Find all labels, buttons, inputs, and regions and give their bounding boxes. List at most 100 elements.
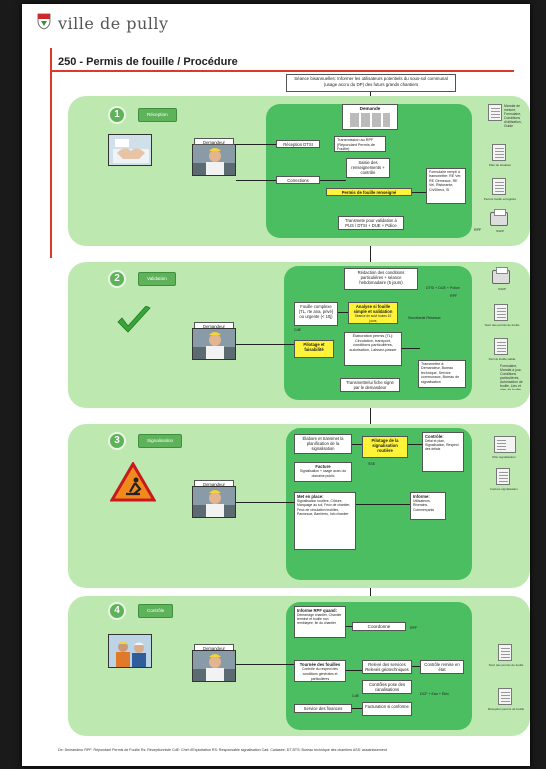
tournee-box: Tournée des fouilles Contrôle du respect… (294, 660, 346, 682)
demandeur-3-photo (192, 486, 236, 518)
releve-box: Relevé des services Relevés géotechnique… (362, 660, 412, 674)
demandeur-4-photo (192, 650, 236, 682)
demande-label: Demande (359, 106, 381, 111)
formulaire-box: Formulaire rempli à transmettre: RE Ver,… (426, 168, 466, 204)
document-list-icon (488, 104, 502, 121)
red-divider-horizontal (52, 70, 514, 72)
reception-box: Réception DTSI (276, 140, 320, 148)
reception-permis-icon (498, 688, 512, 705)
workers-photo (108, 634, 152, 668)
connector (236, 144, 276, 145)
demande-box: Demande (342, 104, 398, 130)
logo-text: ville de pully (58, 14, 169, 33)
transmete-box: Transmete pour validation à PUS / DTSI +… (338, 216, 404, 230)
controle-label: Contrôle: (425, 434, 444, 439)
connector (338, 312, 348, 313)
connector (352, 708, 362, 709)
informe-rpf-box: Informe RPF quand: Démarrage chantier, C… (294, 606, 346, 638)
facturation-box: Facturation si conforme (362, 702, 412, 716)
facture-box: Facture Signalisation + usage accru du d… (294, 462, 352, 482)
coordonne-box: Coordonne (352, 622, 406, 631)
checkmark-icon (116, 305, 152, 336)
role-rs-3: SSE (368, 462, 376, 466)
handshake-photo (108, 134, 152, 166)
demandeur-2-photo (192, 328, 236, 360)
connector (346, 670, 362, 671)
reception-permis-label: Réception permis de fouille (487, 707, 525, 711)
roadwork-sign-icon (109, 461, 157, 502)
informe-label: Informe: (413, 494, 430, 499)
miseenplace-box: Met en place: Signalisation routière, Cl… (294, 492, 356, 550)
informe-list: Utilisateurs, Riverains, Commerçants (413, 499, 435, 512)
sigip-label-1: SIGIP (495, 229, 504, 233)
connector (412, 666, 420, 667)
facture-sub: Signalisation + usage accru du domaine p… (299, 469, 347, 478)
facture-signalisation-icon (496, 468, 510, 485)
plan-signalisation-icon (494, 436, 516, 453)
suivi-permis-label-4: Suivi des permis de fouille (488, 663, 524, 667)
step-4-tag: Contrôle (138, 604, 174, 618)
elabore-box: Élabore et transmet la planification de … (294, 434, 352, 454)
permis-enregistre-label: Permis fouille enregistré (483, 197, 517, 201)
connector (236, 344, 294, 345)
role-cde-2: CdE (294, 328, 301, 332)
step-3-number: 3 (108, 432, 126, 450)
step-2-tag: Validation (138, 272, 176, 286)
role-cde-4: CdE (352, 694, 359, 698)
step-1-number: 1 (108, 106, 126, 124)
analyse-label: Analyse si fouille simple et validation (353, 304, 393, 314)
connector (408, 444, 422, 445)
dtsi-label: DTSI + DUE + Police (426, 286, 460, 290)
pilotage-signalisation-box: Pilotage de la signalisation routière (362, 436, 408, 458)
connector (402, 348, 420, 349)
pully-logo-icon (36, 12, 52, 30)
connector (352, 444, 362, 445)
informe-rpf-label: Informe RPF quand: (297, 608, 338, 613)
corrections-box: Corrections (276, 176, 320, 184)
eau-elec-label: DCF + Eau + Élec (420, 692, 449, 696)
suivi-permis-icon (494, 304, 508, 321)
connector (356, 504, 410, 505)
permis-enregistre-icon (492, 178, 506, 195)
doc-list-1: Mandat de mesure, Formulaire, Conditions… (504, 104, 522, 128)
procedure-page: ville de pully 250 - Permis de fouille /… (22, 4, 530, 766)
top-note: Séance bisannuelles: Informer les utilis… (286, 74, 456, 92)
pilotage-box: Pilotage et faisabilité (294, 340, 334, 358)
permis-valide-icon (494, 338, 508, 355)
secretariat-label: Secrétariat Réseaux (408, 316, 441, 320)
connector (236, 180, 276, 181)
controle-pose-box: Contrôles pose des canalisations (362, 680, 412, 694)
plan-situation-label: Plan de situation (488, 163, 512, 167)
page-title: 250 - Permis de fouille / Procédure (58, 56, 238, 68)
suivi-permis-label: Suivi des permis de fouille (484, 323, 520, 327)
doc-list-2: Formulaire, Mandat à jour, Conditions pa… (500, 364, 523, 390)
miseenplace-list: Signalisation routière, Clôture, Marquag… (297, 499, 351, 517)
sigip-label-2: SIGIP (497, 287, 506, 291)
connector (412, 192, 426, 193)
transmettre-box: Transmettre à: Demandeur, Bureau techniq… (418, 360, 466, 388)
permis-valide-label: Permis fouille validé (488, 357, 516, 361)
sigip-printer-icon-2 (492, 267, 510, 284)
connector (236, 502, 294, 503)
saisie-box: Saisie des renseignements + contrôle (346, 158, 390, 178)
step-4-number: 4 (108, 602, 126, 620)
analyse-box: Analyse si fouille simple et validation … (348, 302, 398, 324)
connector (320, 180, 346, 181)
red-divider-vertical (50, 48, 52, 258)
fouille-box: Fouille complexe (TL, rte ana, privé) ou… (294, 302, 338, 326)
step-3-tag: Signalisation (138, 434, 183, 448)
demandeur-1-label: Demandeur (194, 138, 234, 145)
informe-rpf-list: Démarrage chantier, Chantier terminé et … (297, 613, 342, 626)
elaboration-box: Élaboration permis (TL): Circulation, tr… (344, 332, 402, 366)
service-finances-box: Service des finances (294, 704, 352, 713)
informe-box: Informe: Utilisateurs, Riverains, Commer… (410, 492, 446, 520)
plan-signalisation-label: Plan signalisation (492, 455, 516, 459)
redaction-box: Rédaction des conditions particulières +… (344, 268, 418, 290)
role-rpf-1: RPF (474, 228, 482, 232)
controle-remise-box: Contrôle remise en état (420, 660, 464, 674)
role-rpf-2: RPF (450, 294, 458, 298)
step-2-number: 2 (108, 270, 126, 288)
permis-renseigne-box: Permis de fouille renseigné (326, 188, 412, 196)
abbreviation-legend: De: Demandeur RPF: Répondant Permis de F… (58, 748, 387, 752)
controle-box: Contrôle: Délai et plan, Signalisation, … (422, 432, 464, 472)
